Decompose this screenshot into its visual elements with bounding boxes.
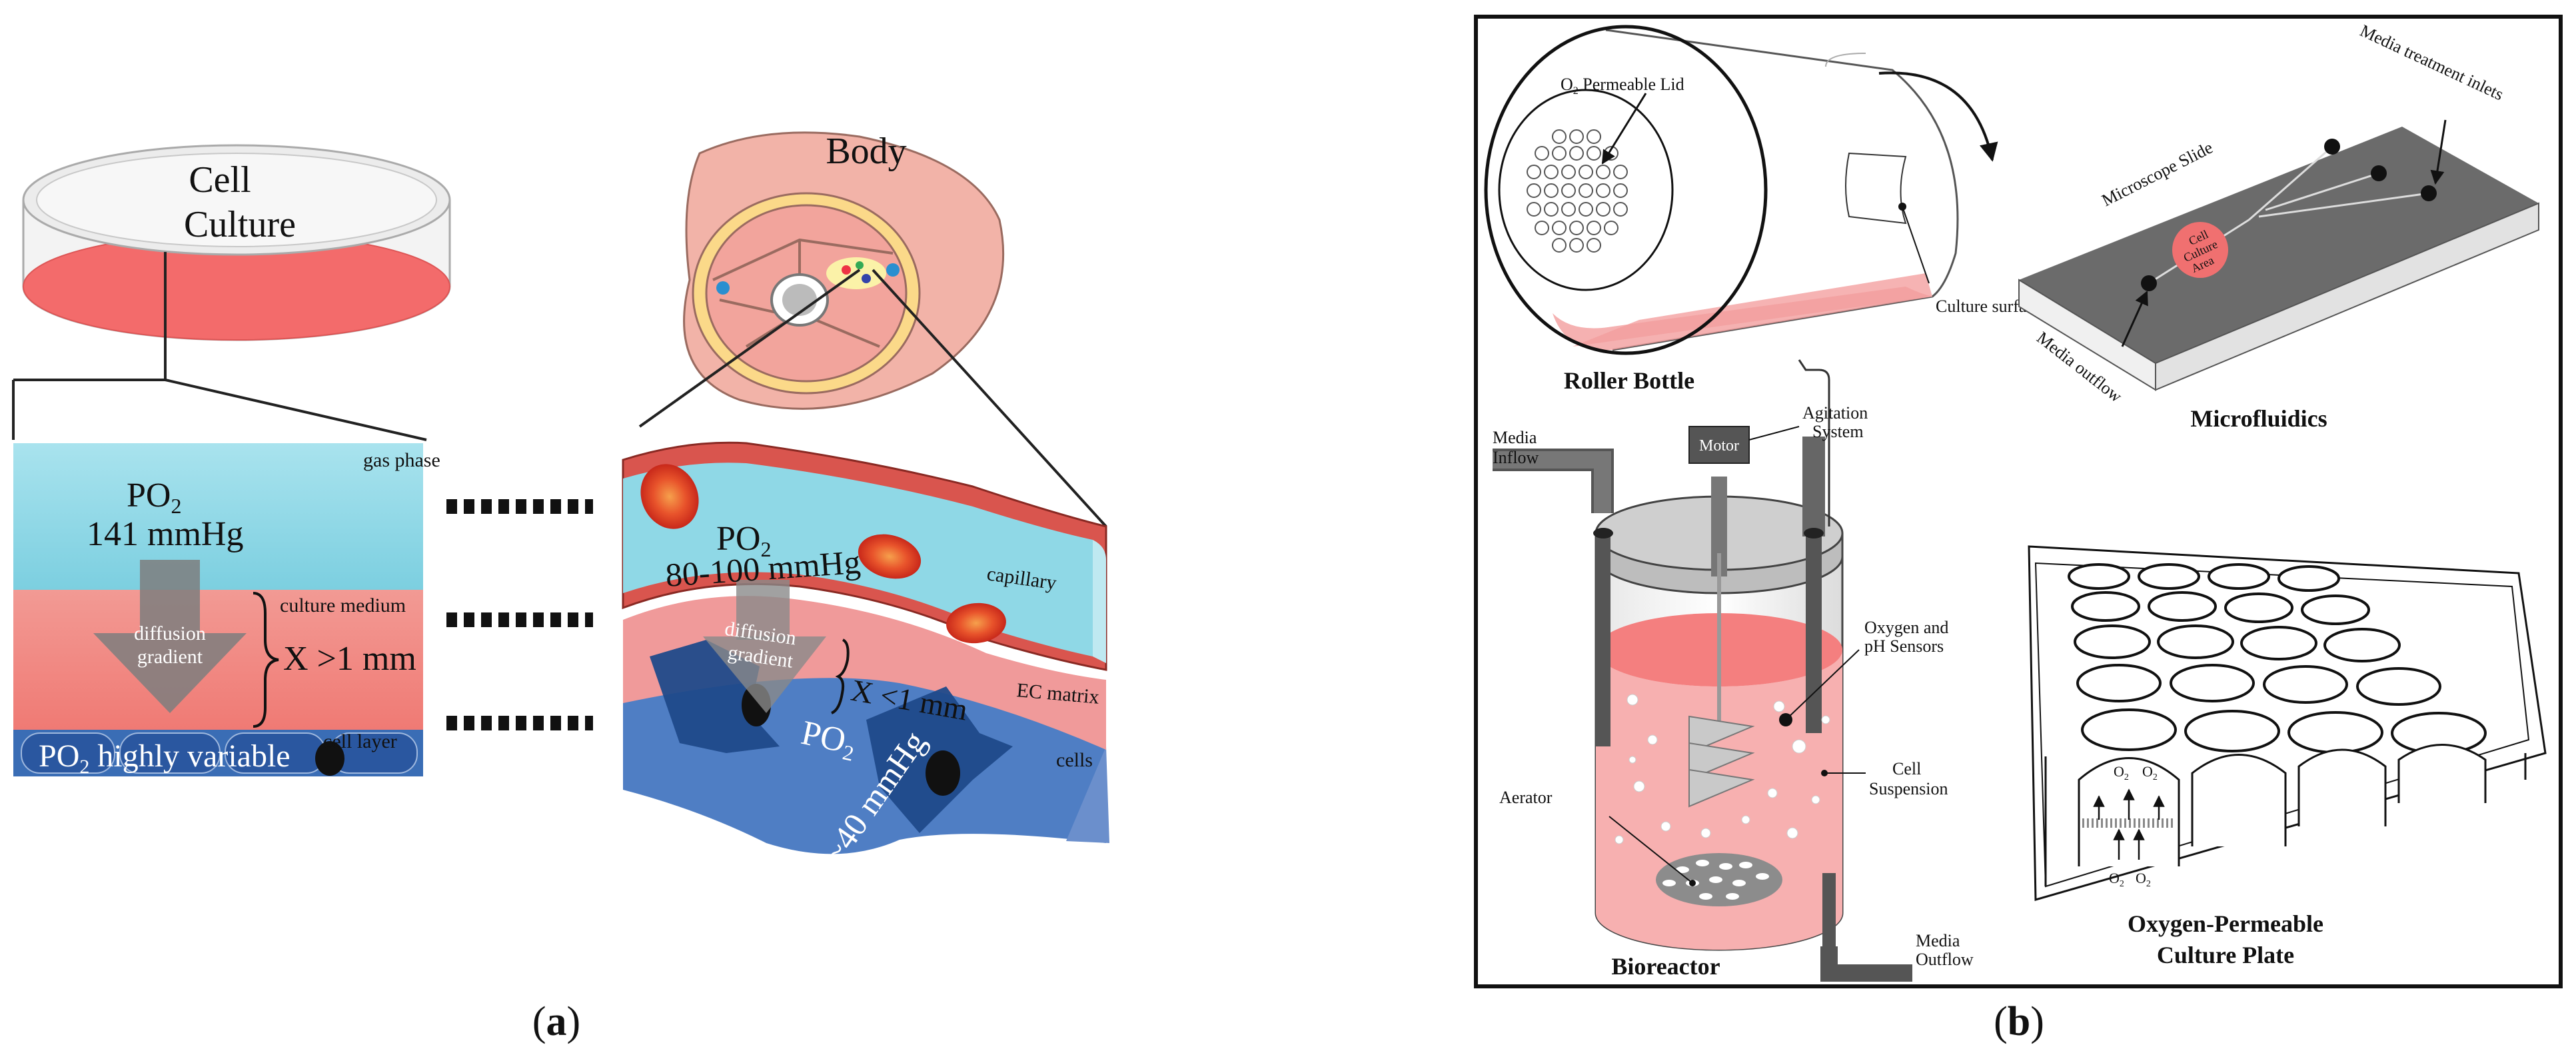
gradient-label-1: gradient xyxy=(137,646,203,668)
panel-b: O2 Permeable Lid Culture surface Roller … xyxy=(1474,15,2563,1044)
po2-capillary-sub: 2 xyxy=(760,537,771,561)
svg-text:O2: O2 xyxy=(2109,870,2124,889)
body-cross-section: Body xyxy=(683,131,1005,410)
dish-label-1: Cell xyxy=(189,159,251,201)
o2-label-1-sub: 2 xyxy=(2124,772,2129,782)
svg-text:O2 Permeable Lid: O2 Permeable Lid xyxy=(1561,75,1684,97)
body-label: Body xyxy=(826,131,906,172)
po2-culture-sub: 2 xyxy=(171,494,181,518)
svg-text:O2: O2 xyxy=(2114,763,2129,782)
po2-culture-label: PO xyxy=(127,477,171,515)
diffusion-label-1: diffusion xyxy=(134,622,206,644)
culture-cross-section: gas phase PO2 141 mmHg culture medium di… xyxy=(13,443,440,778)
agitation-label-2: System xyxy=(1812,422,1864,441)
bioreactor-title: Bioreactor xyxy=(1611,953,1720,980)
svg-text:(b): (b) xyxy=(1994,999,2044,1044)
media-outflow-2: Outflow xyxy=(1916,950,1974,969)
svg-text:O2: O2 xyxy=(2142,763,2158,782)
agitation-label-1: Agitation xyxy=(1802,403,1868,423)
panel-a: Cell Culture gas phase PO2 141 mm xyxy=(12,131,1109,1044)
oxygen-plate: O2 O2 O2 O2 Oxygen-Permeable Culture Pla… xyxy=(2028,545,2547,968)
po2-variable-sub: 2 xyxy=(79,756,89,778)
po2-capillary-label: PO xyxy=(716,520,760,558)
o2-label-4: O xyxy=(2136,870,2146,886)
caption-b-letter: b xyxy=(2008,999,2030,1044)
svg-text:(a): (a) xyxy=(532,999,580,1044)
po2-variable-label: PO xyxy=(39,738,79,774)
plate-title-2: Culture Plate xyxy=(2157,942,2294,968)
suspension-label-2: Suspension xyxy=(1869,779,1948,798)
lid-label-sub: 2 xyxy=(1573,85,1579,97)
media-inflow-1: Media xyxy=(1493,428,1537,447)
o2-label-3: O xyxy=(2109,870,2120,886)
capillary-tissue: PO2 80-100 mmHg capillary diffusion grad… xyxy=(622,441,1109,870)
o2-label-2: O xyxy=(2142,763,2153,780)
po2-tissue-sub: 2 xyxy=(840,740,856,766)
roller-bottle-title: Roller Bottle xyxy=(1564,367,1694,394)
culture-medium-label: culture medium xyxy=(280,594,406,616)
cell-layer-label: cell layer xyxy=(323,730,397,752)
caption-a-open: ( xyxy=(532,999,546,1044)
aerator-label: Aerator xyxy=(1499,788,1553,807)
po2-culture-value: 141 mmHg xyxy=(87,515,243,553)
svg-text:PO2: PO2 xyxy=(127,477,181,518)
o2-label-2-sub: 2 xyxy=(2153,772,2158,782)
caption-b-open: ( xyxy=(1994,999,2008,1044)
sensors-label-1: Oxygen and xyxy=(1864,618,1948,637)
cells-label: cells xyxy=(1056,749,1093,771)
po2-variable-rest: highly variable xyxy=(89,738,290,774)
lid-label-rest: Permeable Lid xyxy=(1579,75,1684,94)
svg-text:O2: O2 xyxy=(2136,870,2151,889)
caption-a-letter: a xyxy=(546,999,567,1044)
dotted-connectors xyxy=(446,499,593,730)
svg-text:PO2: PO2 xyxy=(716,520,771,561)
o2-label-3-sub: 2 xyxy=(2120,879,2124,889)
plate-wells xyxy=(2068,563,2487,754)
x-culture-label: X >1 mm xyxy=(283,640,416,678)
suspension-label-1: Cell xyxy=(1892,759,1921,778)
svg-text:PO2 highly variable: PO2 highly variable xyxy=(39,738,291,778)
motor-label: Motor xyxy=(1699,437,1739,455)
bioreactor: Motor xyxy=(1493,359,1974,982)
media-inflow-2: Inflow xyxy=(1493,448,1539,467)
caption-b-close: ) xyxy=(2030,999,2044,1044)
petri-dish: Cell Culture xyxy=(22,144,451,380)
lid-holes xyxy=(1527,129,1628,253)
svg-text:PO2: PO2 xyxy=(797,714,860,766)
roller-bottle: O2 Permeable Lid Culture surface Roller … xyxy=(1484,25,2042,394)
gas-phase-label: gas phase xyxy=(363,449,440,471)
o2-label-4-sub: 2 xyxy=(2146,879,2151,889)
caption-a-close: ) xyxy=(567,999,581,1044)
plate-title-1: Oxygen-Permeable xyxy=(2128,910,2323,937)
lid-label: O xyxy=(1561,75,1573,94)
po2-tissue-label: PO xyxy=(798,714,850,760)
media-outflow-1: Media xyxy=(1916,931,1960,950)
dish-label-2: Culture xyxy=(184,204,296,245)
sensors-label-2: pH Sensors xyxy=(1864,636,1944,656)
o2-label-1: O xyxy=(2114,763,2124,780)
microfluidics-title: Microfluidics xyxy=(2190,405,2327,432)
impeller xyxy=(1688,715,1755,808)
